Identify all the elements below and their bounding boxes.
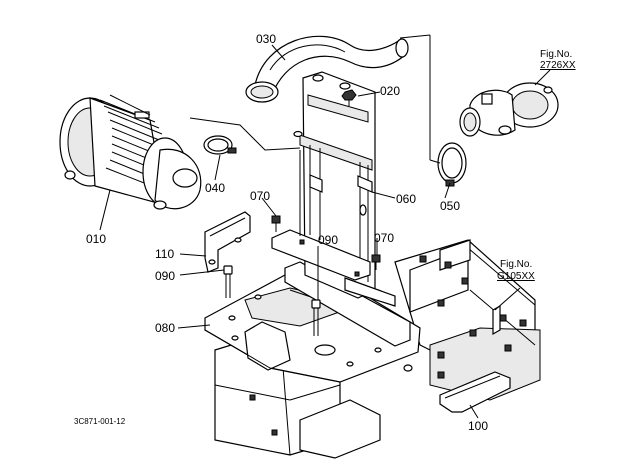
clamp-040 [203, 135, 237, 155]
drawing-code: 3C871-001-12 [74, 417, 126, 426]
fig-ref-frame-title: Fig.No. [500, 259, 532, 270]
part-label-050: 050 [440, 199, 460, 213]
part-label-010: 010 [86, 232, 106, 246]
part-label-080: 080 [155, 321, 175, 335]
fig-ref-turbo-title: Fig.No. [540, 49, 572, 60]
stay-110 [204, 211, 251, 273]
part-label-060: 060 [396, 192, 416, 206]
part-label-070-lower: 070 [374, 231, 394, 245]
bracket-100 [439, 371, 511, 413]
hose-030 [245, 35, 409, 103]
part-label-110: 110 [155, 247, 174, 261]
part-label-090-right: 090 [318, 233, 338, 247]
part-label-040: 040 [205, 181, 225, 195]
part-label-030: 030 [256, 32, 276, 46]
fig-ref-frame-code: G105XX [497, 271, 535, 282]
turbocharger [459, 82, 559, 137]
part-label-020: 020 [380, 84, 400, 98]
part-label-100: 100 [468, 419, 488, 433]
bolt-020 [341, 89, 357, 106]
leader-lines [99, 34, 551, 419]
base-plate-080 [204, 261, 421, 383]
clamp-050 [437, 142, 467, 187]
fig-ref-turbo-code: 2726XX [540, 60, 576, 71]
part-label-090-left: 090 [155, 269, 175, 283]
air-cleaner-010 [59, 97, 202, 210]
part-label-070-upper: 070 [250, 189, 270, 203]
bracket-060 [271, 71, 396, 307]
